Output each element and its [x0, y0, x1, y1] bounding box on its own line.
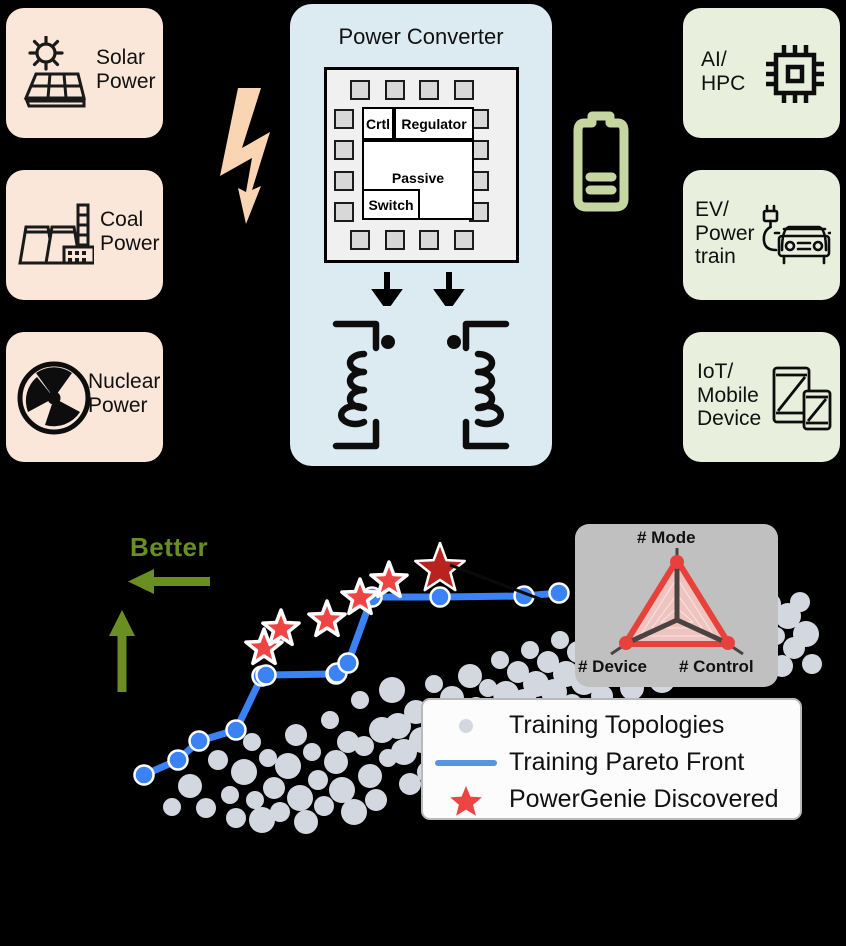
discovered-stars: [244, 541, 466, 666]
battery-icon: [570, 105, 632, 215]
dest-card-iot-mobile-label: IoT/ Mobile Device: [697, 360, 762, 431]
down-arrow-icon: [320, 272, 520, 312]
legend-label: PowerGenie Discovered: [509, 785, 779, 813]
dest-card-ev-powertrain-label: EV/ Power train: [695, 198, 755, 269]
radar-axis-label-mode: # Mode: [637, 528, 696, 547]
chip-pad: [454, 230, 474, 250]
legend-label: Training Pareto Front: [509, 748, 745, 776]
chip-pad: [334, 202, 354, 222]
chip-pad: [385, 230, 405, 250]
coal-plant-icon: [16, 203, 96, 267]
converter-chip-diagram: Crtl Regulator Passive Switch: [324, 67, 519, 263]
chip-pad: [454, 80, 474, 100]
source-card-nuclear[interactable]: Nuclear Power: [6, 332, 163, 462]
legend-item-training-topologies: Training Topologies: [423, 707, 800, 744]
transformer-icon: [330, 320, 512, 450]
source-card-coal-label: Coal Power: [100, 208, 160, 255]
chip-pad: [334, 140, 354, 160]
chip-pad: [334, 171, 354, 191]
dest-card-ev-powertrain[interactable]: EV/ Power train: [683, 170, 840, 300]
radar-triangle: [610, 548, 744, 656]
dest-card-iot-mobile[interactable]: IoT/ Mobile Device: [683, 332, 840, 462]
red-star-icon: [423, 784, 509, 816]
better-label: Better: [130, 532, 209, 562]
plot-legend: Training Topologies Training Pareto Fron…: [421, 698, 802, 820]
power-converter-panel: Power Converter Crtl Regulator Passive S…: [290, 4, 552, 466]
chip-block-ctrl[interactable]: Crtl: [362, 107, 394, 140]
radiation-icon: [16, 360, 92, 436]
converter-title: Power Converter: [338, 24, 504, 49]
source-card-coal[interactable]: Coal Power: [6, 170, 163, 300]
legend-item-powergenie-discovered: PowerGenie Discovered: [423, 781, 800, 818]
lightning-bolt-icon: [206, 86, 288, 226]
chip-pad: [350, 80, 370, 100]
chip-pad: [350, 230, 370, 250]
chip-pad: [419, 230, 439, 250]
source-card-solar-label: Solar Power: [96, 46, 156, 93]
radar-axis-label-control: # Control: [679, 657, 754, 676]
left-arrow-icon: [128, 568, 210, 596]
solar-panel-icon: [16, 35, 86, 108]
mobile-devices-icon: [771, 365, 833, 431]
ev-charging-icon: [759, 203, 833, 269]
chip-pad: [334, 109, 354, 129]
source-card-nuclear-label: Nuclear Power: [88, 370, 161, 417]
chip-block-regulator[interactable]: Regulator: [394, 107, 474, 140]
up-arrow-icon: [108, 610, 136, 692]
dest-card-ai-hpc-label: AI/ HPC: [701, 48, 746, 95]
chip-pad: [385, 80, 405, 100]
cpu-chip-icon: [762, 41, 828, 107]
blue-line-icon: [423, 757, 509, 769]
source-card-solar[interactable]: Solar Power: [6, 8, 163, 138]
dest-card-ai-hpc[interactable]: AI/ HPC: [683, 8, 840, 138]
callout-line: [449, 563, 549, 604]
radar-chart-card: # Mode # Device # Control: [575, 524, 778, 687]
chip-block-switch[interactable]: Switch: [362, 189, 420, 220]
radar-axis-label-device: # Device: [578, 657, 647, 676]
legend-label: Training Topologies: [509, 711, 725, 739]
legend-item-training-pareto-front: Training Pareto Front: [423, 744, 800, 781]
chip-pad: [419, 80, 439, 100]
gray-dot-icon: [423, 715, 509, 737]
